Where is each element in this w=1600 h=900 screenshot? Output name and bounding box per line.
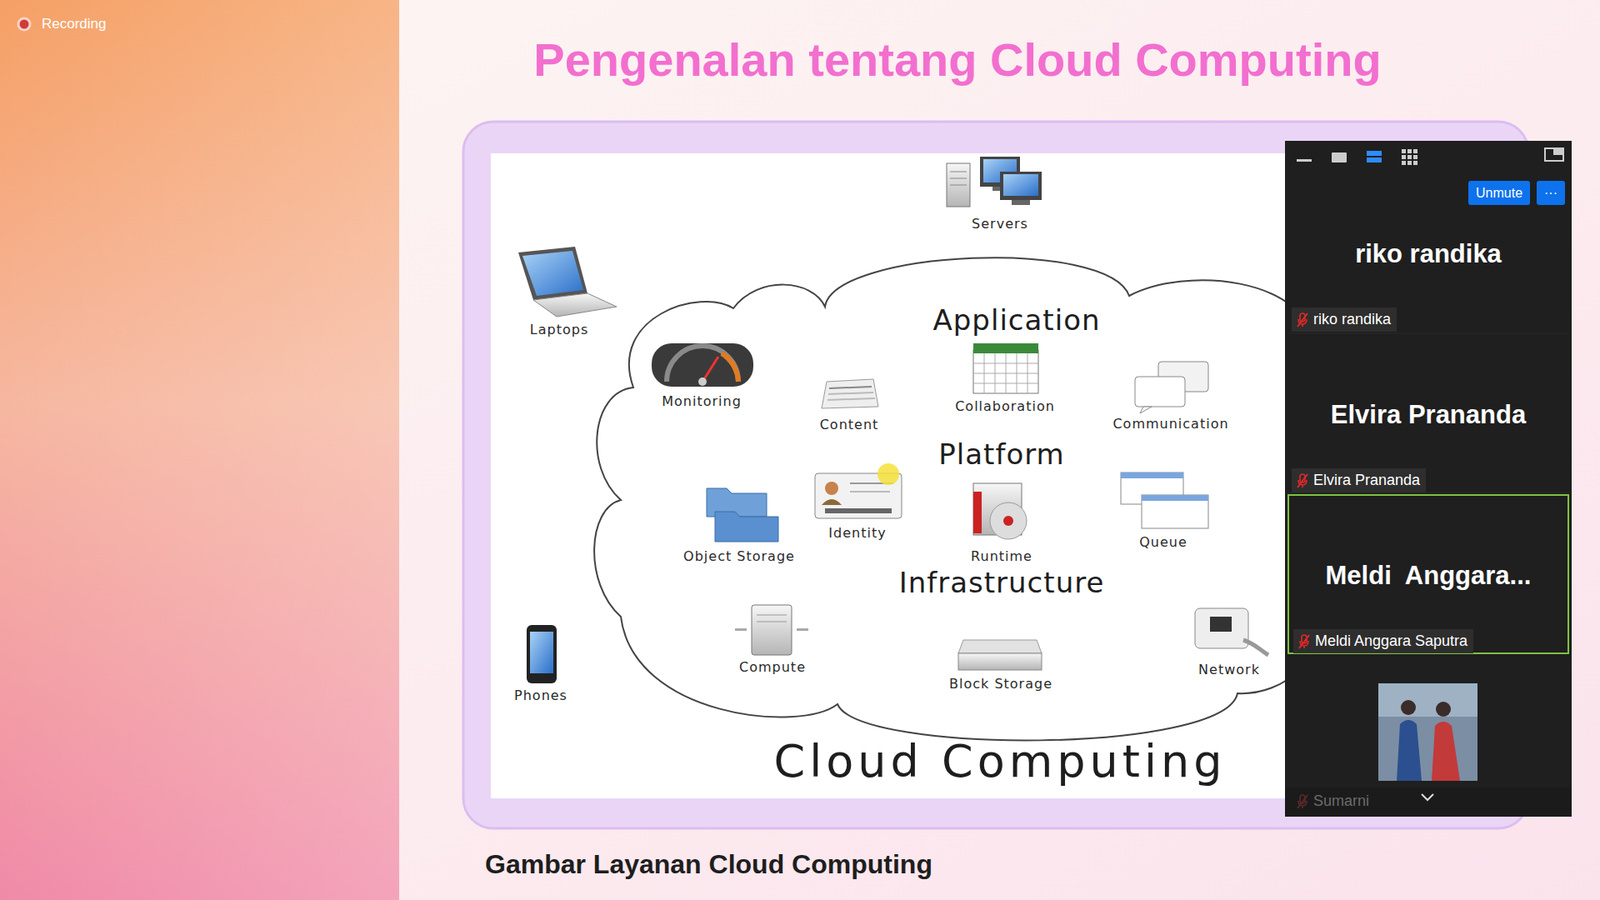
recording-indicator: Recording — [41, 15, 107, 33]
icon-label: Network — [1198, 661, 1260, 678]
side-panel — [0, 0, 400, 900]
muted-mic-icon — [1296, 473, 1309, 489]
collaboration-icon — [973, 343, 1039, 394]
muted-mic-icon — [1296, 312, 1309, 328]
participant-name: Sumarni — [1313, 792, 1370, 810]
icon-label: Queue — [1139, 534, 1188, 550]
slide-caption: Gambar Layanan Cloud Computing — [485, 849, 933, 880]
icon-label: Content — [820, 416, 880, 433]
name-tag: Meldi Anggara Saputra — [1293, 629, 1474, 654]
runtime-icon — [973, 483, 1027, 540]
icon-label: Collaboration — [955, 398, 1055, 415]
more-button: ··· — [1536, 180, 1565, 205]
participant-tile: riko randika riko randika — [1287, 174, 1570, 333]
communication-icon — [1135, 361, 1209, 414]
diagram-heading: Cloud Computing — [774, 735, 1227, 788]
layer-heading: Platform — [938, 437, 1065, 471]
icon-label: Runtime — [970, 548, 1033, 565]
participant-name: Meldi Anggara... — [1289, 560, 1568, 591]
participant-tile: Meldi Anggara... Meldi Anggara Saputra — [1287, 494, 1570, 655]
name-tag: Sumarni — [1291, 789, 1375, 814]
compute-icon — [735, 605, 809, 655]
monitoring-icon — [651, 343, 754, 387]
servers-icon — [946, 156, 1042, 207]
icon-label: Block Storage — [949, 675, 1053, 692]
muted-mic-icon — [1296, 794, 1309, 810]
icon-label: Object Storage — [683, 548, 795, 565]
icon-label: Compute — [739, 659, 806, 675]
block-storage-icon — [958, 640, 1042, 670]
name-tag: riko randika — [1291, 307, 1397, 332]
unmute-button: Unmute — [1468, 180, 1530, 205]
participant-name: riko randika — [1313, 310, 1391, 329]
icon-label: Communication — [1112, 415, 1229, 432]
recording-dot — [18, 18, 30, 30]
name-tag: Elvira Prananda — [1291, 468, 1426, 493]
participant-name: riko randika — [1287, 239, 1570, 270]
icon-label: Servers — [971, 215, 1029, 232]
content-icon — [821, 379, 879, 409]
queue-icon — [1120, 472, 1209, 529]
participant-name: Meldi Anggara Saputra — [1315, 632, 1468, 650]
phone-icon — [526, 625, 557, 684]
meeting-panel: Unmute ··· riko randika riko randikaElvira … — [1285, 140, 1572, 817]
laptop-icon — [518, 246, 617, 317]
layer-heading: Application — [933, 303, 1101, 337]
icon-label: Monitoring — [661, 393, 742, 410]
icon-label: Phones — [514, 687, 568, 704]
slide-title: Pengenalan tentang Cloud Computing — [533, 32, 1381, 87]
participant-name: Elvira Prananda — [1287, 400, 1570, 430]
muted-mic-icon — [1298, 634, 1310, 650]
icon-label: Laptops — [530, 321, 589, 338]
button-label: ··· — [1544, 185, 1558, 201]
identity-icon — [815, 463, 902, 519]
participant-name: Elvira Prananda — [1313, 471, 1420, 490]
object-storage-icon — [706, 488, 779, 542]
participant-photo — [1378, 683, 1478, 781]
participant-tile: Elvira PranandaElvira Prananda — [1287, 335, 1570, 494]
participant-tile: Sumarni — [1287, 655, 1570, 815]
network-icon — [1195, 608, 1269, 655]
icon-label: Identity — [828, 525, 886, 541]
layer-heading: Infrastructure — [899, 565, 1105, 600]
button-label: Unmute — [1475, 185, 1523, 201]
